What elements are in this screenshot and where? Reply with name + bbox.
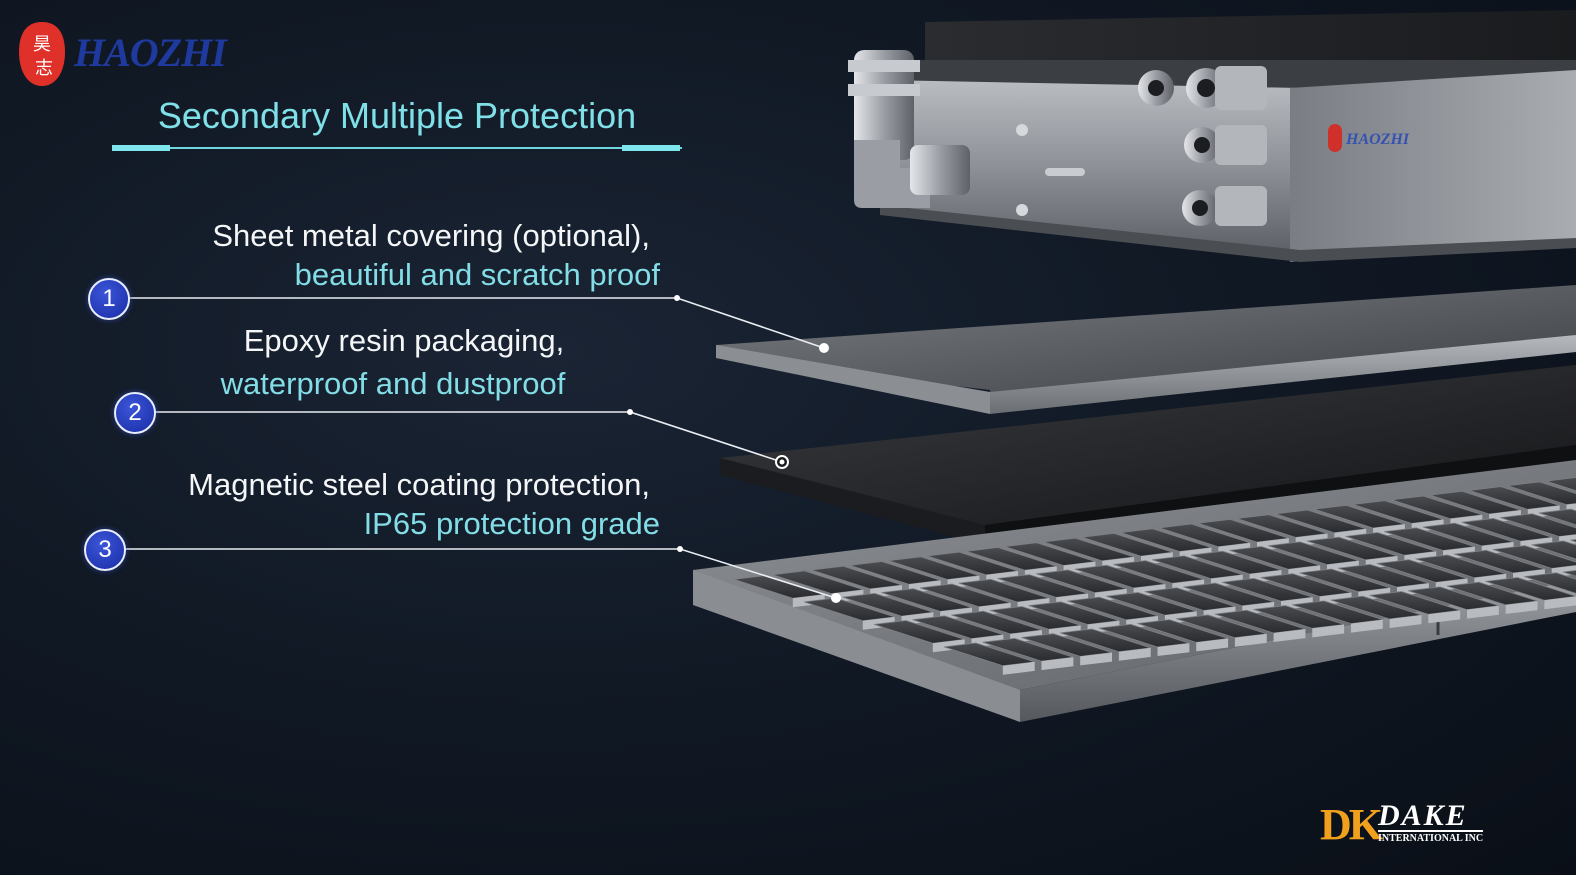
target-dot bbox=[819, 343, 829, 353]
callout-1-heading: Sheet metal covering (optional), bbox=[212, 218, 650, 253]
seal-glyph-2: 志 bbox=[35, 58, 53, 79]
leader-dots bbox=[627, 295, 841, 603]
magnet-block-face bbox=[1080, 652, 1113, 666]
magnet-block-face bbox=[1428, 610, 1461, 624]
seal-icon: 昊 志 bbox=[19, 22, 65, 86]
callout-2-heading: Epoxy resin packaging, bbox=[243, 323, 565, 358]
magnet-block-face bbox=[1234, 633, 1267, 647]
seal-glyph-1: 昊 bbox=[33, 34, 51, 55]
magnet-block-face bbox=[1041, 657, 1074, 671]
magnet-block bbox=[1507, 481, 1576, 506]
magnet-block-face bbox=[1002, 661, 1035, 675]
leader-dot bbox=[674, 295, 680, 301]
magnet-block bbox=[1570, 539, 1576, 543]
logo-wordmark: HAOZHI bbox=[74, 30, 227, 75]
magnet-block-face bbox=[1312, 624, 1345, 638]
magnet-block-face bbox=[1273, 629, 1306, 643]
magnet-block-face bbox=[1466, 605, 1499, 619]
magnet-rows bbox=[733, 477, 1576, 675]
title-underline-cap bbox=[112, 145, 170, 151]
magnet-block bbox=[1500, 513, 1576, 537]
motor-forcer: HAOZHI bbox=[848, 10, 1576, 262]
callout-badge-3: 3 bbox=[84, 529, 126, 571]
leader-dot bbox=[627, 409, 633, 415]
title-underline-cap bbox=[622, 145, 680, 151]
sheet-metal-cover bbox=[716, 285, 1576, 414]
magnet-block-face bbox=[1544, 596, 1576, 610]
callout-1-detail: beautiful and scratch proof bbox=[294, 257, 660, 292]
target-dot-core bbox=[779, 459, 785, 465]
target-dot bbox=[831, 593, 841, 603]
slide-title: Secondary Multiple Protection bbox=[157, 95, 637, 136]
callout-3-heading: Magnetic steel coating protection, bbox=[188, 467, 650, 502]
dake-logo: DK DAKE INTERNATIONAL INC bbox=[1320, 800, 1500, 850]
callout-badge-1: 1 bbox=[88, 278, 130, 320]
magnet-block bbox=[1492, 545, 1576, 569]
callout-3-detail: IP65 protection grade bbox=[363, 506, 660, 541]
magnet-block-face bbox=[1157, 643, 1190, 657]
magnet-block-face bbox=[1389, 615, 1422, 628]
svg-text:HAOZHI: HAOZHI bbox=[1345, 131, 1410, 148]
magnet-block-face bbox=[1505, 601, 1538, 614]
title-underline bbox=[112, 147, 682, 149]
leader-dot bbox=[677, 546, 683, 552]
magnet-block bbox=[1562, 569, 1576, 577]
leader-line-2 bbox=[154, 411, 783, 463]
magnet-block bbox=[1524, 572, 1576, 594]
magnet-block-face bbox=[1196, 638, 1229, 652]
magnet-block-face bbox=[1118, 647, 1151, 661]
dake-subtitle: INTERNATIONAL INC bbox=[1378, 830, 1484, 845]
callout-2-detail: waterproof and dustproof bbox=[220, 366, 566, 401]
callout-badge-2: 2 bbox=[114, 392, 156, 434]
magnet-block bbox=[1546, 477, 1576, 492]
magnet-base-track bbox=[693, 460, 1576, 722]
magnet-block bbox=[1531, 540, 1576, 560]
magnet-block-face bbox=[1350, 619, 1383, 633]
haozhi-logo: 昊 志 HAOZHI bbox=[16, 18, 276, 90]
magnet-block bbox=[1485, 577, 1576, 601]
dake-wordmark: DAKE bbox=[1378, 799, 1468, 832]
magnet-block bbox=[1538, 508, 1576, 526]
dake-monogram: DK bbox=[1320, 800, 1383, 849]
